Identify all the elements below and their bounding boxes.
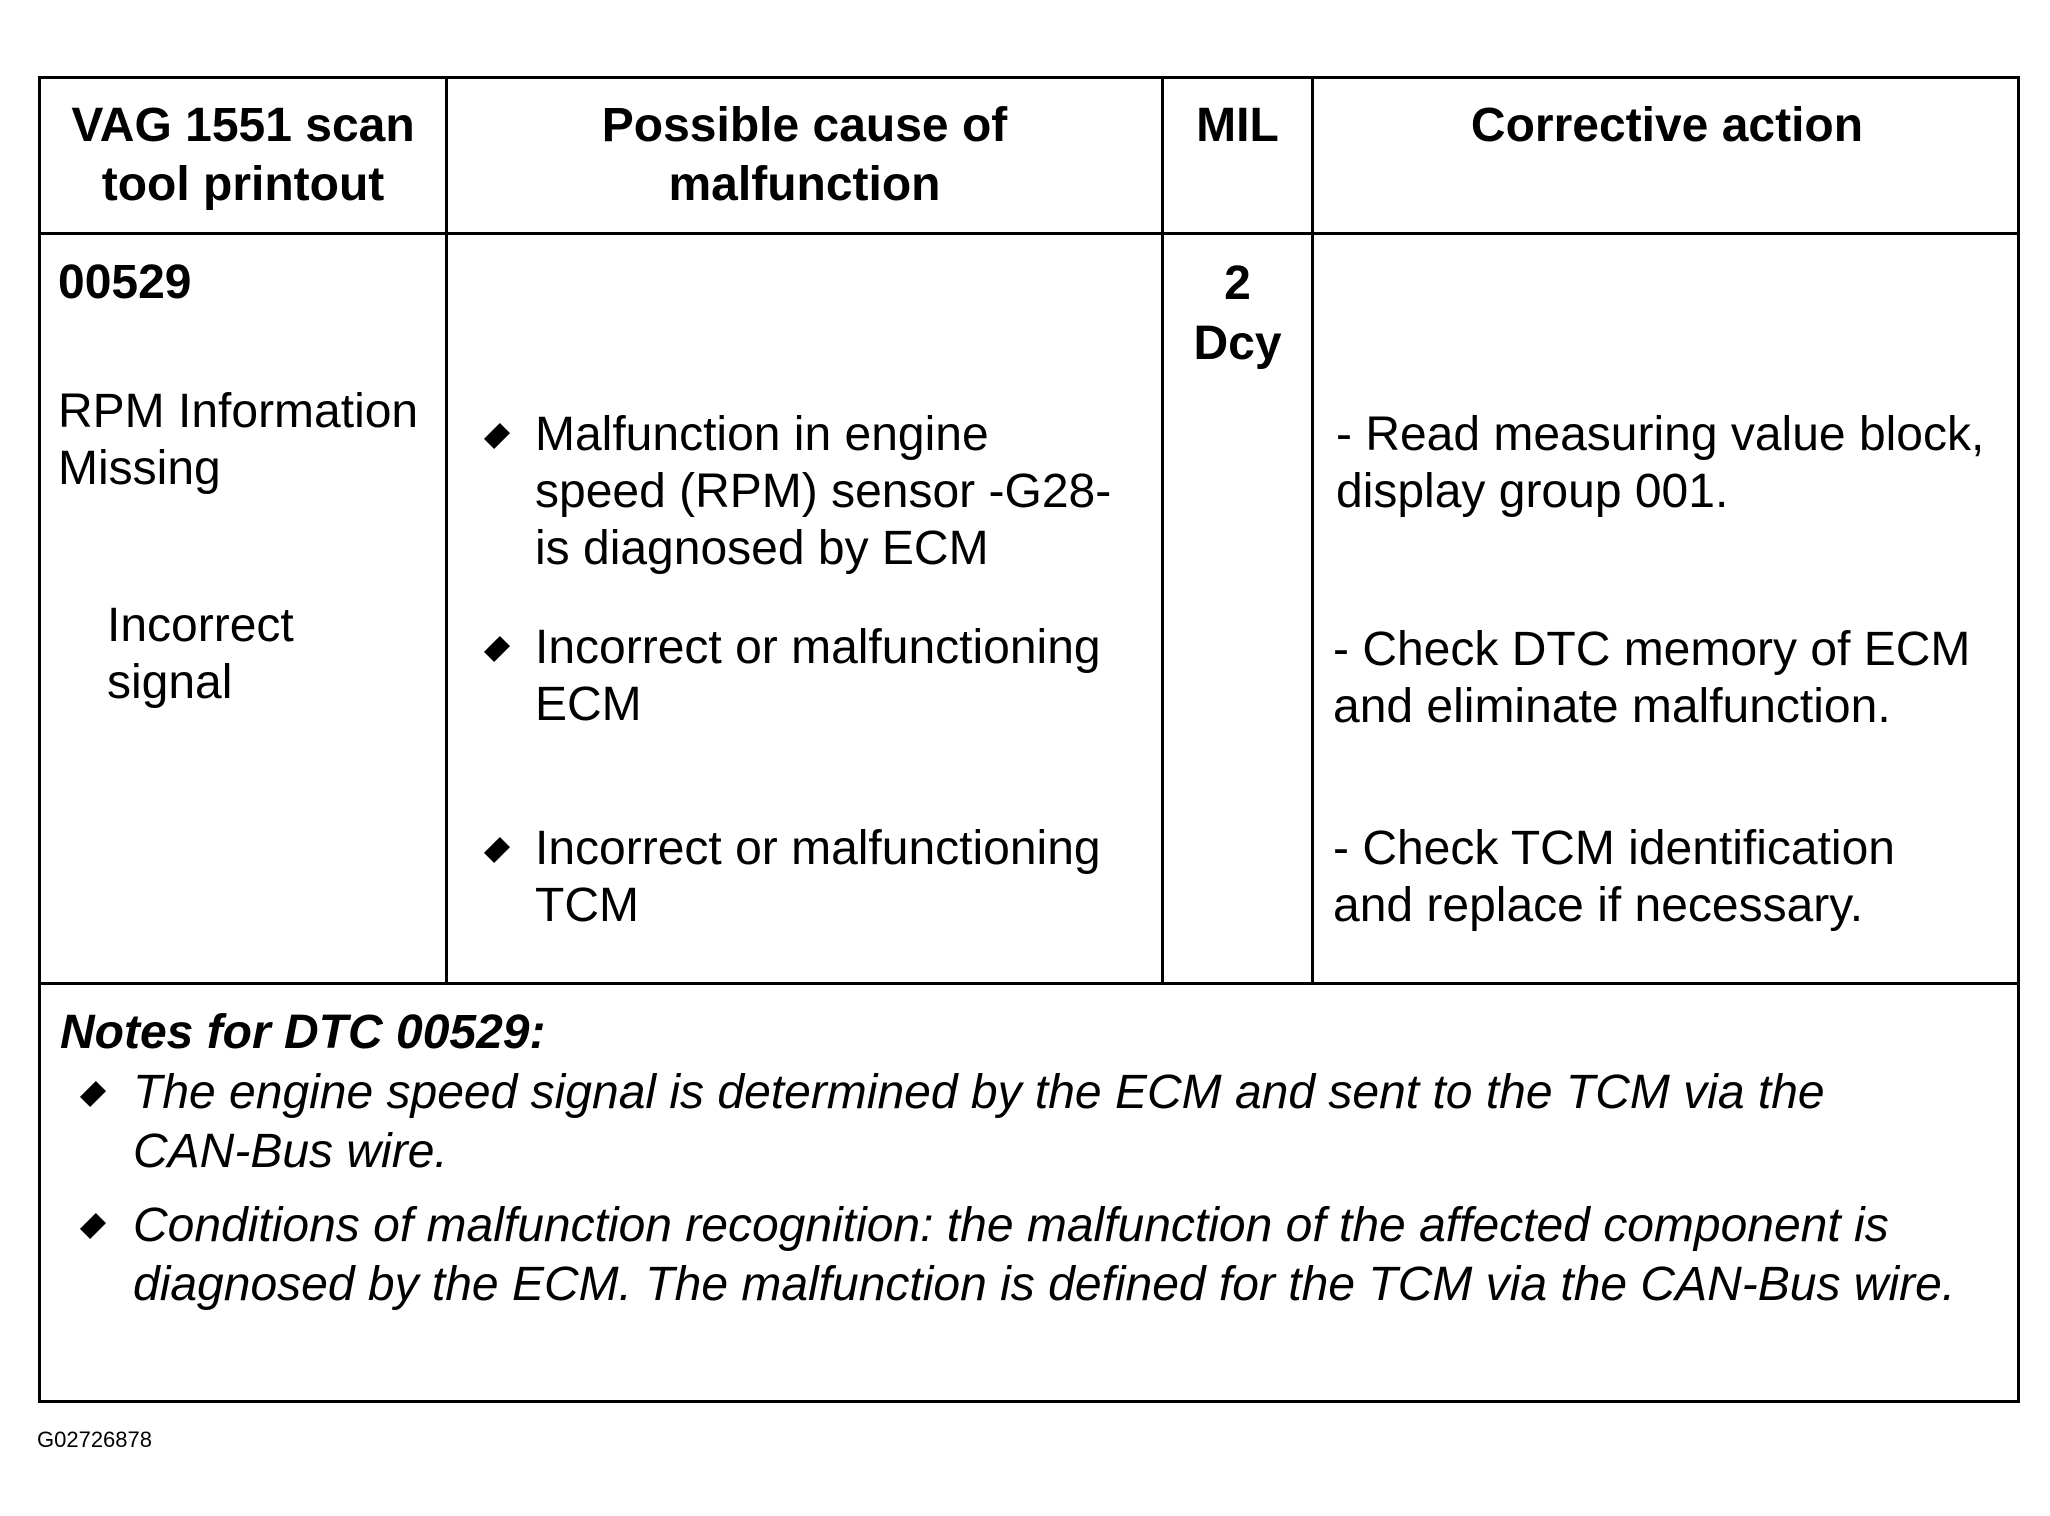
bullet-icon [79, 1080, 107, 1108]
header-possible-cause: Possible cause of malfunction [601, 99, 1008, 211]
action-item: - Check TCM identification and replace i… [1333, 822, 1895, 932]
action-item: - Check DTC memory of ECM and eliminate … [1333, 623, 1971, 733]
column-divider-1 [445, 79, 448, 985]
header-mil: MIL [1196, 99, 1279, 152]
cause-item: Incorrect or malfunctioning TCM [535, 822, 1101, 932]
header-corrective-action: Corrective action [1470, 99, 1864, 152]
bullet-icon [79, 1212, 107, 1240]
header-divider [41, 232, 2017, 235]
cause-item: Incorrect or malfunctioning ECM [535, 621, 1101, 731]
column-divider-3 [1311, 79, 1314, 985]
action-item: - Read measuring value block, display gr… [1336, 408, 1985, 518]
dtc-description: RPM Information Missing [58, 385, 419, 495]
bullet-icon [483, 836, 511, 864]
bullet-icon [483, 635, 511, 663]
note-item: Conditions of malfunction recognition: t… [133, 1199, 1956, 1311]
bullet-icon [483, 422, 511, 450]
mil-value: 2 Dcy [1193, 257, 1282, 370]
figure-id: G02726878 [37, 1427, 152, 1452]
header-scan-tool-printout: VAG 1551 scan tool printout [71, 99, 415, 211]
cause-item: Malfunction in engine speed (RPM) sensor… [535, 408, 1112, 575]
notes-divider [41, 982, 2017, 985]
dtc-code: 00529 [58, 256, 192, 309]
note-item: The engine speed signal is determined by… [133, 1066, 1825, 1178]
dtc-sub-description: Incorrect signal [107, 599, 294, 709]
dtc-table: VAG 1551 scan tool printout Possible cau… [38, 76, 2020, 1403]
column-divider-2 [1161, 79, 1164, 985]
notes-title: Notes for DTC 00529: [60, 1006, 546, 1059]
